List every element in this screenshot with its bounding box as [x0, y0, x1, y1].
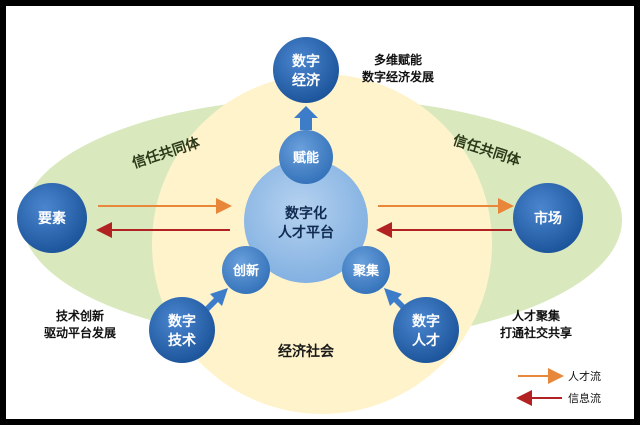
digital-tech-line2: 技术: [168, 332, 196, 349]
digital-talent-line1: 数字: [412, 313, 440, 330]
digital-economy-node: [273, 37, 339, 103]
legend-info-label: 信息流: [568, 391, 601, 405]
legend-talent-label: 人才流: [568, 369, 601, 383]
left-note-line2: 驱动平台发展: [44, 325, 116, 340]
innovate-diagonal-arrow: [201, 288, 228, 315]
elements-label: 要素: [38, 210, 66, 227]
right-note-line2: 打通社交共享: [500, 325, 572, 340]
innovate-node: [222, 246, 270, 294]
right-note-line1: 人才聚集: [512, 308, 561, 323]
top-note-line2: 数字经济发展: [362, 69, 434, 84]
digital-talent-node: [393, 297, 459, 363]
center-label-line2: 人才平台: [278, 224, 334, 241]
talent-platform-diagram: 信任共同体 信任共同体 数字化 人才平台 赋能 数字 经济 多维赋能 数字经济发…: [17, 37, 622, 414]
diagram-canvas: 信任共同体 信任共同体 数字化 人才平台 赋能 数字 经济 多维赋能 数字经济发…: [6, 6, 634, 419]
center-platform-node: [244, 159, 368, 283]
top-note-line1: 多维赋能: [374, 52, 422, 67]
enable-label: 赋能: [293, 150, 319, 166]
elements-node: [17, 183, 87, 253]
enable-up-arrow: [294, 106, 318, 130]
digital-talent-line2: 人才: [412, 332, 440, 349]
digital-economy-line1: 数字: [292, 53, 320, 70]
legend: 人才流 信息流: [516, 368, 601, 406]
left-note-line1: 技术创新: [56, 308, 104, 323]
market-node: [513, 183, 583, 253]
gather-label: 聚集: [352, 263, 380, 279]
digital-tech-line1: 数字: [168, 313, 196, 330]
gather-node: [342, 246, 390, 294]
market-label: 市场: [534, 210, 562, 227]
economic-society-label: 经济社会: [278, 343, 335, 360]
center-label-line1: 数字化: [285, 205, 327, 222]
digital-economy-line2: 经济: [292, 72, 321, 89]
digital-tech-node: [149, 297, 215, 363]
enable-node: [279, 130, 333, 184]
innovate-label: 创新: [232, 263, 259, 279]
